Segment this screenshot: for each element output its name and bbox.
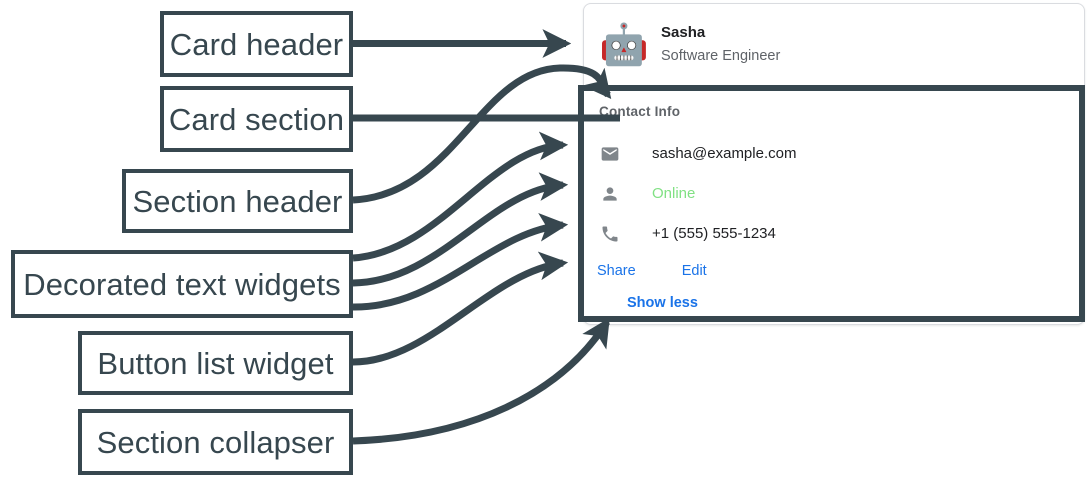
card-section: Contact Info sasha@example.com Online — [584, 86, 1084, 312]
decorated-text-widget-phone: +1 (555) 555-1234 — [599, 214, 1084, 254]
share-button[interactable]: Share — [597, 263, 636, 279]
annotation-label: Section header — [132, 183, 343, 219]
annotation-card-section: Card section — [160, 86, 353, 152]
section-collapser-button[interactable]: Show less — [627, 295, 698, 311]
annotation-label: Card section — [168, 101, 345, 137]
arrow-decorated-text-3 — [352, 212, 569, 311]
button-list-widget: Share Edit — [597, 262, 1084, 280]
annotation-label: Decorated text widgets — [23, 266, 341, 302]
decorated-text-value: sasha@example.com — [652, 145, 797, 162]
person-icon — [599, 183, 621, 205]
decorated-text-widget-email: sasha@example.com — [599, 134, 1084, 174]
decorated-text-value: +1 (555) 555-1234 — [652, 225, 776, 242]
arrow-button-list — [352, 251, 569, 366]
annotation-decorated-text-widgets: Decorated text widgets — [11, 250, 353, 318]
section-header: Contact Info — [599, 104, 681, 119]
card-header-subtitle: Software Engineer — [661, 48, 781, 64]
robot-avatar-icon: 🤖 — [599, 23, 649, 67]
profile-card: 🤖 Sasha Software Engineer Contact Info s… — [583, 3, 1085, 325]
card-header-title: Sasha — [661, 24, 706, 41]
arrow-section-collapser — [352, 317, 610, 445]
decorated-text-widget-status: Online — [599, 174, 1084, 214]
arrow-decorated-text-1 — [352, 131, 569, 262]
email-icon — [599, 143, 621, 165]
arrow-decorated-text-2 — [352, 172, 569, 287]
decorated-text-value: Online — [652, 185, 696, 202]
phone-icon — [599, 223, 621, 245]
card-header-text: Sasha Software Engineer — [661, 23, 780, 67]
annotation-label: Section collapser — [96, 424, 335, 460]
annotation-section-header: Section header — [122, 169, 353, 233]
annotation-card-header: Card header — [160, 11, 353, 77]
edit-button[interactable]: Edit — [681, 263, 707, 279]
annotation-button-list-widget: Button list widget — [78, 331, 353, 395]
card-header: 🤖 Sasha Software Engineer — [584, 4, 1084, 86]
arrow-section-header — [352, 64, 612, 204]
annotation-label: Card header — [169, 26, 344, 62]
annotation-label: Button list widget — [97, 345, 334, 381]
annotation-section-collapser: Section collapser — [78, 409, 353, 475]
